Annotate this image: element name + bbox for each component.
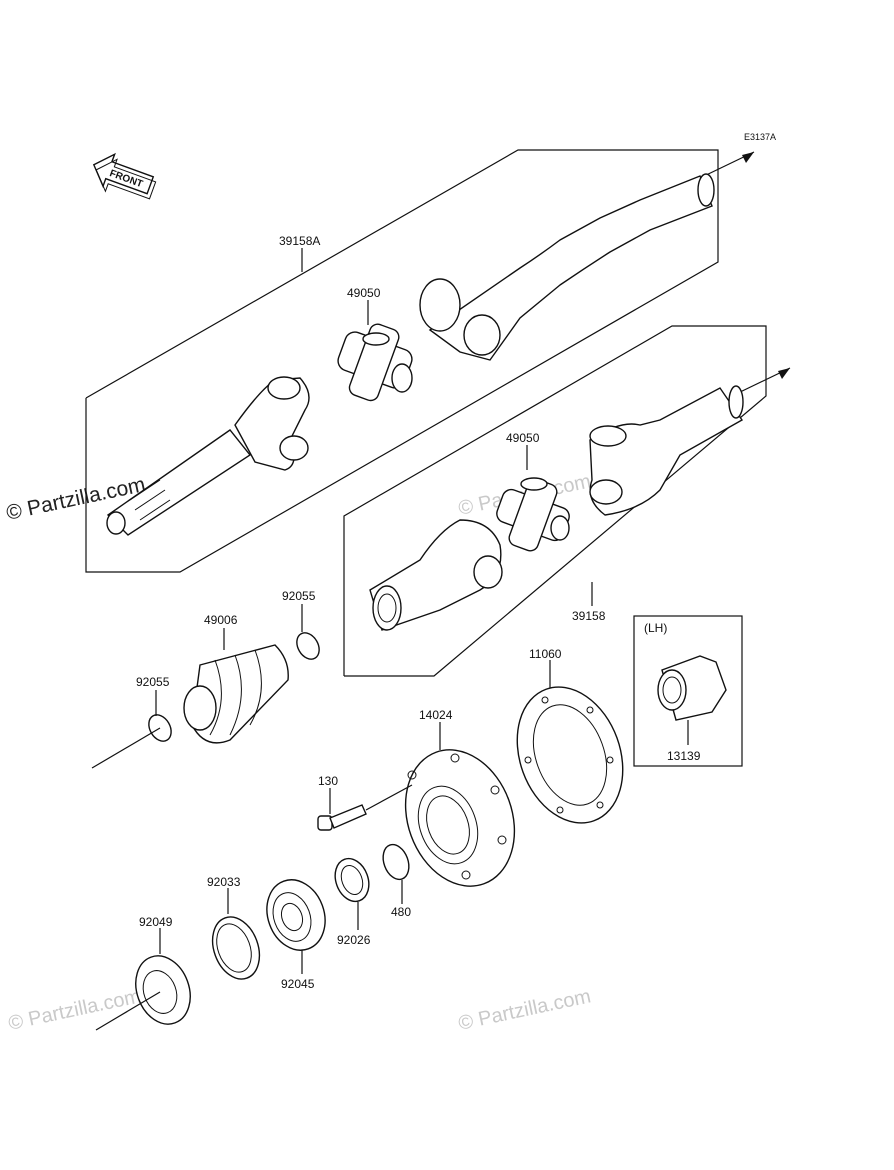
label-92026: 92026: [337, 933, 371, 947]
watermark-bottom-left: © Partzilla.com: [6, 985, 142, 1035]
label-92055-right: 92055: [282, 589, 316, 603]
washer-92026: [334, 857, 370, 903]
housing-14024: [404, 749, 516, 887]
front-arrow-icon: FRONT: [92, 152, 157, 200]
leader-lines: [155, 248, 593, 974]
label-13139: 13139: [667, 749, 701, 763]
label-480: 480: [391, 905, 411, 919]
label-14024: 14024: [419, 708, 453, 722]
diagram-code: E3137A: [744, 132, 776, 142]
label-39158: 39158: [572, 609, 606, 623]
boot-and-rings: [91, 632, 320, 769]
label-92055-left: 92055: [136, 675, 170, 689]
bearing-92045: [266, 879, 326, 951]
assembly-box-39158A: [85, 149, 755, 573]
lower-shaft-39158: [369, 385, 744, 631]
label-92033: 92033: [207, 875, 241, 889]
u-joint-cross-mid: [496, 477, 570, 552]
part-labels: 39158A 49050 49050 39158 92055 49006 920…: [136, 234, 701, 991]
label-49050-top: 49050: [347, 286, 381, 300]
gasket-11060: [516, 686, 624, 824]
circlip-480: [382, 843, 410, 881]
watermark-bottom-right: © Partzilla.com: [456, 985, 592, 1035]
u-joint-cross-top: [337, 323, 413, 402]
label-92049: 92049: [139, 915, 173, 929]
seal-92049: [95, 955, 191, 1031]
label-49006: 49006: [204, 613, 238, 627]
snap-ring-92033: [211, 916, 261, 980]
assembly-box-39158: [343, 325, 791, 677]
lh-label: (LH): [644, 621, 667, 635]
label-11060: 11060: [529, 647, 562, 661]
label-130: 130: [318, 774, 338, 788]
lh-inset-box: (LH): [633, 615, 743, 767]
label-92045: 92045: [281, 977, 315, 991]
label-49050-mid: 49050: [506, 431, 540, 445]
bolt-130: [317, 784, 413, 831]
label-39158A: 39158A: [279, 234, 320, 248]
upper-shaft-39158A: [106, 173, 715, 536]
